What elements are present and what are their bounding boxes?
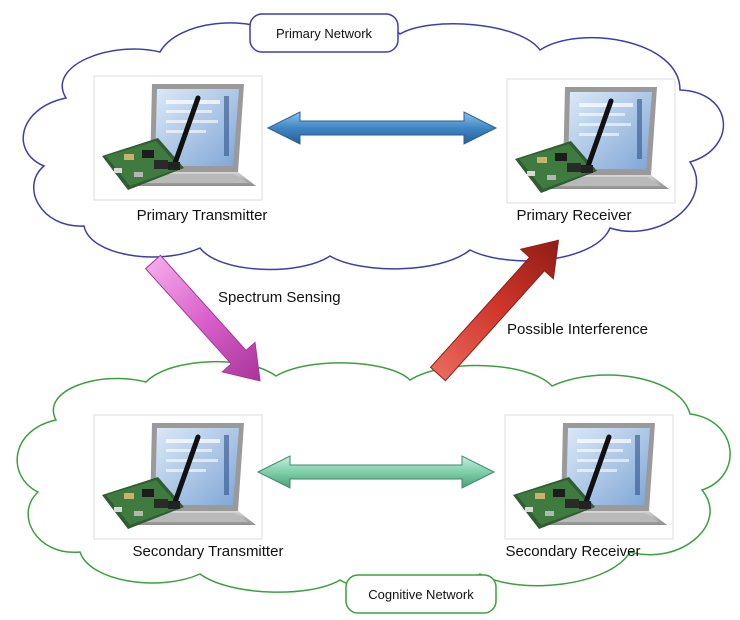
possible-interference-arrow — [429, 239, 560, 382]
cognitive-network-label-box — [345, 574, 497, 614]
spectrum-sensing-label: Spectrum Sensing — [218, 289, 341, 306]
spectrum-sensing-arrow — [144, 254, 261, 382]
primary-network-label: Primary Network — [276, 26, 373, 41]
primary-transmitter-device-icon — [94, 76, 262, 200]
primary-receiver-label: Primary Receiver — [516, 207, 631, 224]
secondary-link-arrow — [256, 455, 496, 489]
possible-interference-label: Possible Interference — [507, 321, 648, 338]
secondary-transmitter-label: Secondary Transmitter — [133, 543, 284, 560]
primary-transmitter-label: Primary Transmitter — [137, 207, 268, 224]
secondary-transmitter-device-icon — [94, 415, 262, 539]
cognitive-network-label: Cognitive Network — [368, 587, 474, 602]
secondary-receiver-device-icon — [505, 415, 673, 539]
primary-receiver-device-icon — [507, 79, 675, 203]
primary-link-arrow — [266, 111, 498, 145]
secondary-receiver-label: Secondary Receiver — [505, 543, 640, 560]
primary-network-label-box — [249, 13, 399, 53]
